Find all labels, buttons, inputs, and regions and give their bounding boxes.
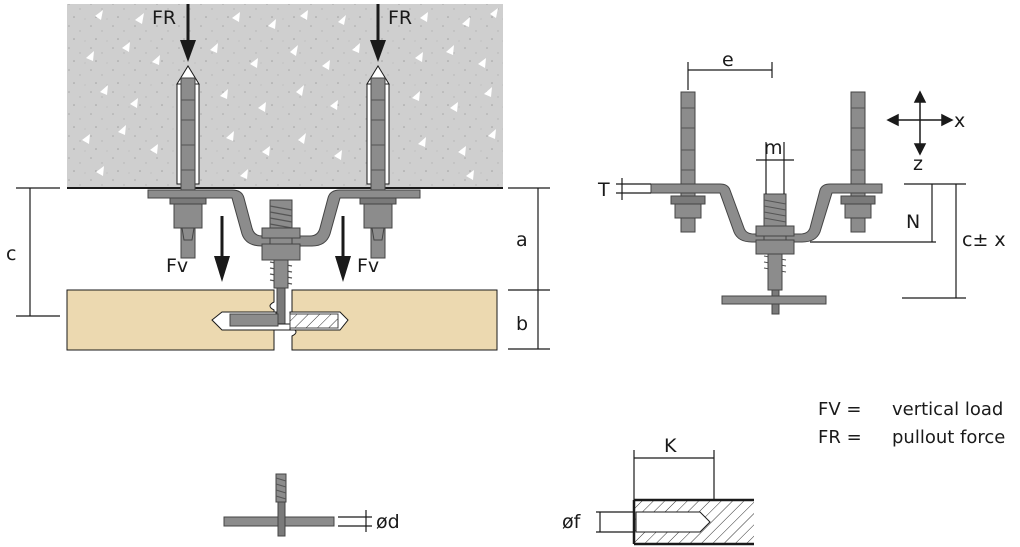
legend-key-fr: FR = <box>818 427 862 448</box>
legend: FV = vertical load FR = pullout force <box>818 399 1005 448</box>
concrete-slab <box>67 4 503 189</box>
t-rod-detail <box>223 473 372 537</box>
label-dim-d: ød <box>376 511 400 533</box>
label-fv-left: Fv <box>166 255 188 277</box>
dimension-lines-right <box>616 62 966 299</box>
label-fr-left: FR <box>152 7 176 29</box>
legend-value-fr: pullout force <box>892 427 1005 448</box>
legend-key-fv: FV = <box>818 399 861 420</box>
coordinate-axes-icon <box>886 90 954 156</box>
label-axis-z: z <box>913 153 923 175</box>
label-dim-cx: c± x <box>962 229 1006 251</box>
anchor-bolt-right <box>359 65 397 259</box>
label-dim-b: b <box>516 313 528 335</box>
label-dim-f: øf <box>562 511 582 533</box>
label-fr-right: FR <box>388 7 412 29</box>
dimension-lines-left <box>16 187 550 350</box>
anchor-assembly-right <box>650 91 883 315</box>
threaded-rod-center <box>261 199 301 331</box>
legend-value-fv: vertical load <box>892 399 1003 420</box>
force-arrows <box>180 4 386 282</box>
label-dim-m: m <box>764 137 783 159</box>
concrete-aggregate <box>82 8 498 180</box>
anchor-bolt-left <box>169 65 207 259</box>
hole-detail <box>596 450 754 546</box>
label-axis-x: x <box>954 110 965 132</box>
wood-board <box>66 289 498 351</box>
label-fv-right: Fv <box>357 255 379 277</box>
label-dim-k: K <box>664 435 677 457</box>
label-dim-c: c <box>6 243 16 265</box>
label-dim-t: T <box>597 179 610 201</box>
label-dim-a: a <box>516 229 528 251</box>
label-dim-n: N <box>906 211 920 233</box>
label-dim-e: e <box>722 49 734 71</box>
